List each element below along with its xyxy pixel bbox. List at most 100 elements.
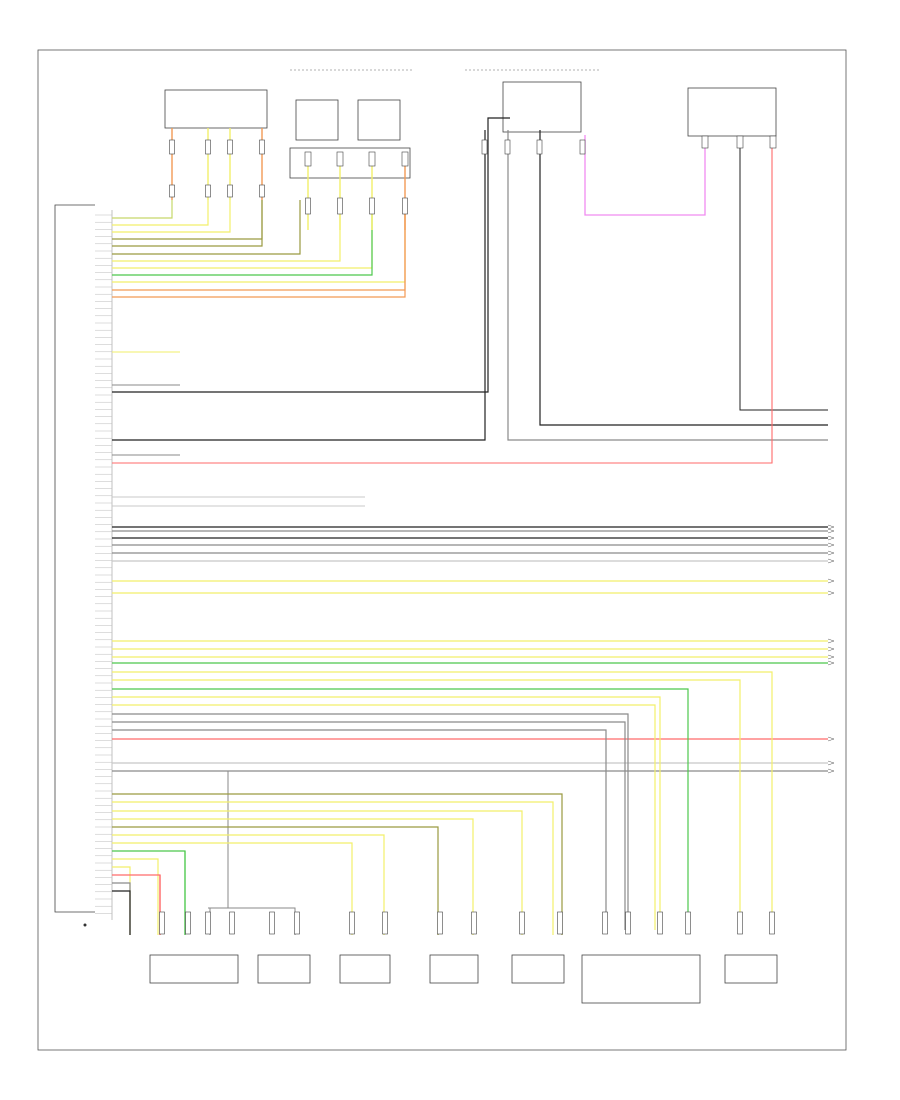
control-module-outline xyxy=(54,204,95,913)
wire-end-arrow xyxy=(827,542,835,548)
wire-end-arrow xyxy=(827,736,835,742)
component-bottom-7 xyxy=(724,954,778,984)
top-wire xyxy=(112,200,263,240)
drop-wire xyxy=(112,729,607,930)
red-wire xyxy=(112,148,773,464)
component-bottom-3 xyxy=(339,954,391,984)
top-wire xyxy=(112,200,209,226)
drop-wire xyxy=(112,688,689,930)
top-wire xyxy=(112,200,231,233)
connector-pin xyxy=(504,139,511,155)
connector-pin xyxy=(205,184,211,198)
component-pin xyxy=(185,911,191,935)
top-wire xyxy=(112,200,301,255)
connector-pin xyxy=(259,139,265,155)
component-pin xyxy=(685,911,691,935)
wire-end-arrow xyxy=(827,590,835,596)
black-wire xyxy=(539,130,828,426)
component-bottom-4 xyxy=(429,954,479,984)
top-wire xyxy=(112,200,406,298)
connector-pin xyxy=(227,184,233,198)
connector-top-center xyxy=(502,81,582,133)
connector-pin xyxy=(305,197,311,215)
connector-pin xyxy=(481,139,488,155)
connector-pin xyxy=(368,151,376,167)
wires xyxy=(112,117,828,935)
component-pin xyxy=(657,911,663,935)
drop-wire xyxy=(112,721,626,930)
connector-pin xyxy=(227,139,233,155)
top-wire xyxy=(112,200,173,219)
lower-wire xyxy=(112,801,554,935)
gray-wire xyxy=(208,907,296,935)
component-pin xyxy=(159,911,165,935)
connector-pin xyxy=(304,151,312,167)
lower-wire xyxy=(112,866,131,935)
connector-pin xyxy=(736,135,744,149)
wire-end-arrow xyxy=(827,654,835,660)
black-wire xyxy=(739,148,828,411)
connector-top-left xyxy=(164,89,268,129)
component-pin xyxy=(269,911,275,935)
connector-pin xyxy=(169,139,175,155)
connector-pin xyxy=(369,197,375,215)
component-pin xyxy=(602,911,608,935)
wire-end-arrow xyxy=(827,638,835,644)
component-pin xyxy=(437,911,443,935)
drop-wire xyxy=(112,679,741,930)
pink-wire xyxy=(584,135,706,216)
connector-pin xyxy=(205,139,211,155)
connector-pin xyxy=(401,151,409,167)
connector-pin xyxy=(402,197,408,215)
black-wire xyxy=(112,130,486,441)
gray-wire xyxy=(507,130,828,441)
connector-pin xyxy=(536,139,543,155)
connector-top-mid-left xyxy=(295,99,339,141)
top-wire xyxy=(112,200,263,247)
lower-wire xyxy=(112,874,161,935)
wire-end-arrow xyxy=(827,524,835,530)
lower-wire xyxy=(112,818,474,935)
lower-wire xyxy=(112,842,353,935)
gray-wire xyxy=(209,771,229,935)
top-wire xyxy=(112,200,406,291)
component-bottom-5 xyxy=(511,954,565,984)
connector-pin xyxy=(336,151,344,167)
component-pin xyxy=(205,911,211,935)
drop-wire xyxy=(112,671,773,930)
wire-end-arrow xyxy=(827,550,835,556)
wire-end-marks xyxy=(827,524,835,774)
drop-wire xyxy=(112,713,629,930)
top-wire xyxy=(112,200,373,269)
lower-wire xyxy=(112,890,131,935)
wire-end-arrow xyxy=(827,760,835,766)
component-bottom-2 xyxy=(257,954,311,984)
connector-pins xyxy=(159,135,777,935)
component-pin xyxy=(769,911,775,935)
component-pin xyxy=(471,911,477,935)
wire-end-arrow xyxy=(827,558,835,564)
black-wire xyxy=(112,117,510,393)
drop-wire xyxy=(112,696,661,930)
wire-end-arrow xyxy=(827,646,835,652)
connector-pin xyxy=(579,139,586,155)
lower-wire xyxy=(112,793,563,935)
component-bottom-1 xyxy=(149,954,239,984)
top-wire xyxy=(112,200,373,276)
component-pin xyxy=(737,911,743,935)
component-pin xyxy=(294,911,300,935)
module-ground-dot xyxy=(83,923,87,927)
drop-wire xyxy=(112,704,656,930)
wire-end-arrow xyxy=(827,578,835,584)
component-bottom-6 xyxy=(581,954,701,1004)
component-pin xyxy=(229,911,235,935)
top-wire xyxy=(112,200,406,283)
component-pin xyxy=(382,911,388,935)
component-pin xyxy=(519,911,525,935)
wire-end-arrow xyxy=(827,768,835,774)
connector-pin xyxy=(169,184,175,198)
connector-pin xyxy=(769,135,777,149)
lower-wire xyxy=(112,834,385,935)
connector-pin xyxy=(259,184,265,198)
